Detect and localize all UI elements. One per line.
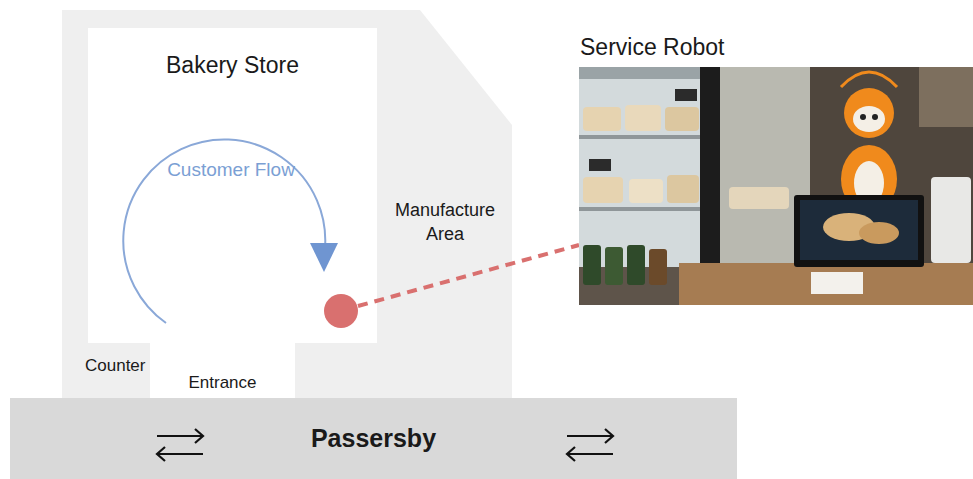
street-band: Passersby (10, 398, 737, 479)
store-floor: Bakery StoreEntrance Customer Flow (88, 28, 377, 400)
path-part (157, 447, 203, 461)
rect-part (700, 67, 720, 267)
store-floor-outline (88, 28, 377, 400)
rect-part (667, 175, 699, 203)
rect-part (579, 67, 973, 305)
polygon-part (62, 10, 512, 400)
rect-part (625, 105, 661, 131)
rect-part (579, 207, 704, 211)
rect-part (579, 67, 704, 267)
area-label: Manufacture Area (380, 198, 510, 247)
rect-part (665, 107, 699, 131)
rect-part (629, 179, 663, 203)
path-part (123, 140, 325, 323)
area-label: Entrance (150, 373, 295, 393)
ellipse-part (853, 106, 885, 132)
rect-part (810, 67, 973, 267)
rect-part (10, 398, 737, 479)
rect-part (627, 245, 645, 285)
store-footprint: Manufacture AreaCounterBakery StoreEntra… (62, 10, 512, 400)
rect-part (931, 177, 971, 263)
rect-part (794, 195, 924, 267)
path-part (567, 429, 613, 443)
store-title: Bakery Store (88, 52, 377, 79)
rect-part (583, 107, 621, 131)
rect-part (605, 247, 623, 285)
robot-panel: Service Robot (579, 30, 973, 305)
path-part (157, 429, 203, 443)
rect-part (583, 177, 623, 203)
polygon-part (88, 28, 377, 400)
circle-part (844, 88, 894, 138)
robot-panel-outline (579, 30, 973, 305)
rect-part (675, 89, 697, 101)
street-label: Passersby (10, 424, 737, 453)
robot-photo (579, 67, 973, 305)
flow-label: Customer Flow (141, 159, 321, 181)
rect-part (800, 200, 918, 260)
panel-heading: Service Robot (580, 34, 880, 61)
circle-part (872, 114, 878, 120)
rect-part (811, 272, 863, 294)
rect-part (579, 135, 704, 139)
line-part (358, 245, 579, 306)
rect-part (583, 245, 601, 285)
ellipse-part (859, 222, 899, 244)
rect-part (589, 159, 611, 171)
rect-part (679, 263, 973, 305)
path-part (567, 447, 613, 461)
circle-part (324, 294, 358, 328)
area-label: Counter (85, 356, 175, 376)
polygon-part (310, 243, 338, 272)
circle-part (860, 114, 866, 120)
rect-part (649, 249, 667, 285)
path-part (841, 72, 897, 87)
rect-part (579, 67, 704, 79)
rect-part (919, 67, 973, 127)
rect-part (729, 187, 789, 209)
